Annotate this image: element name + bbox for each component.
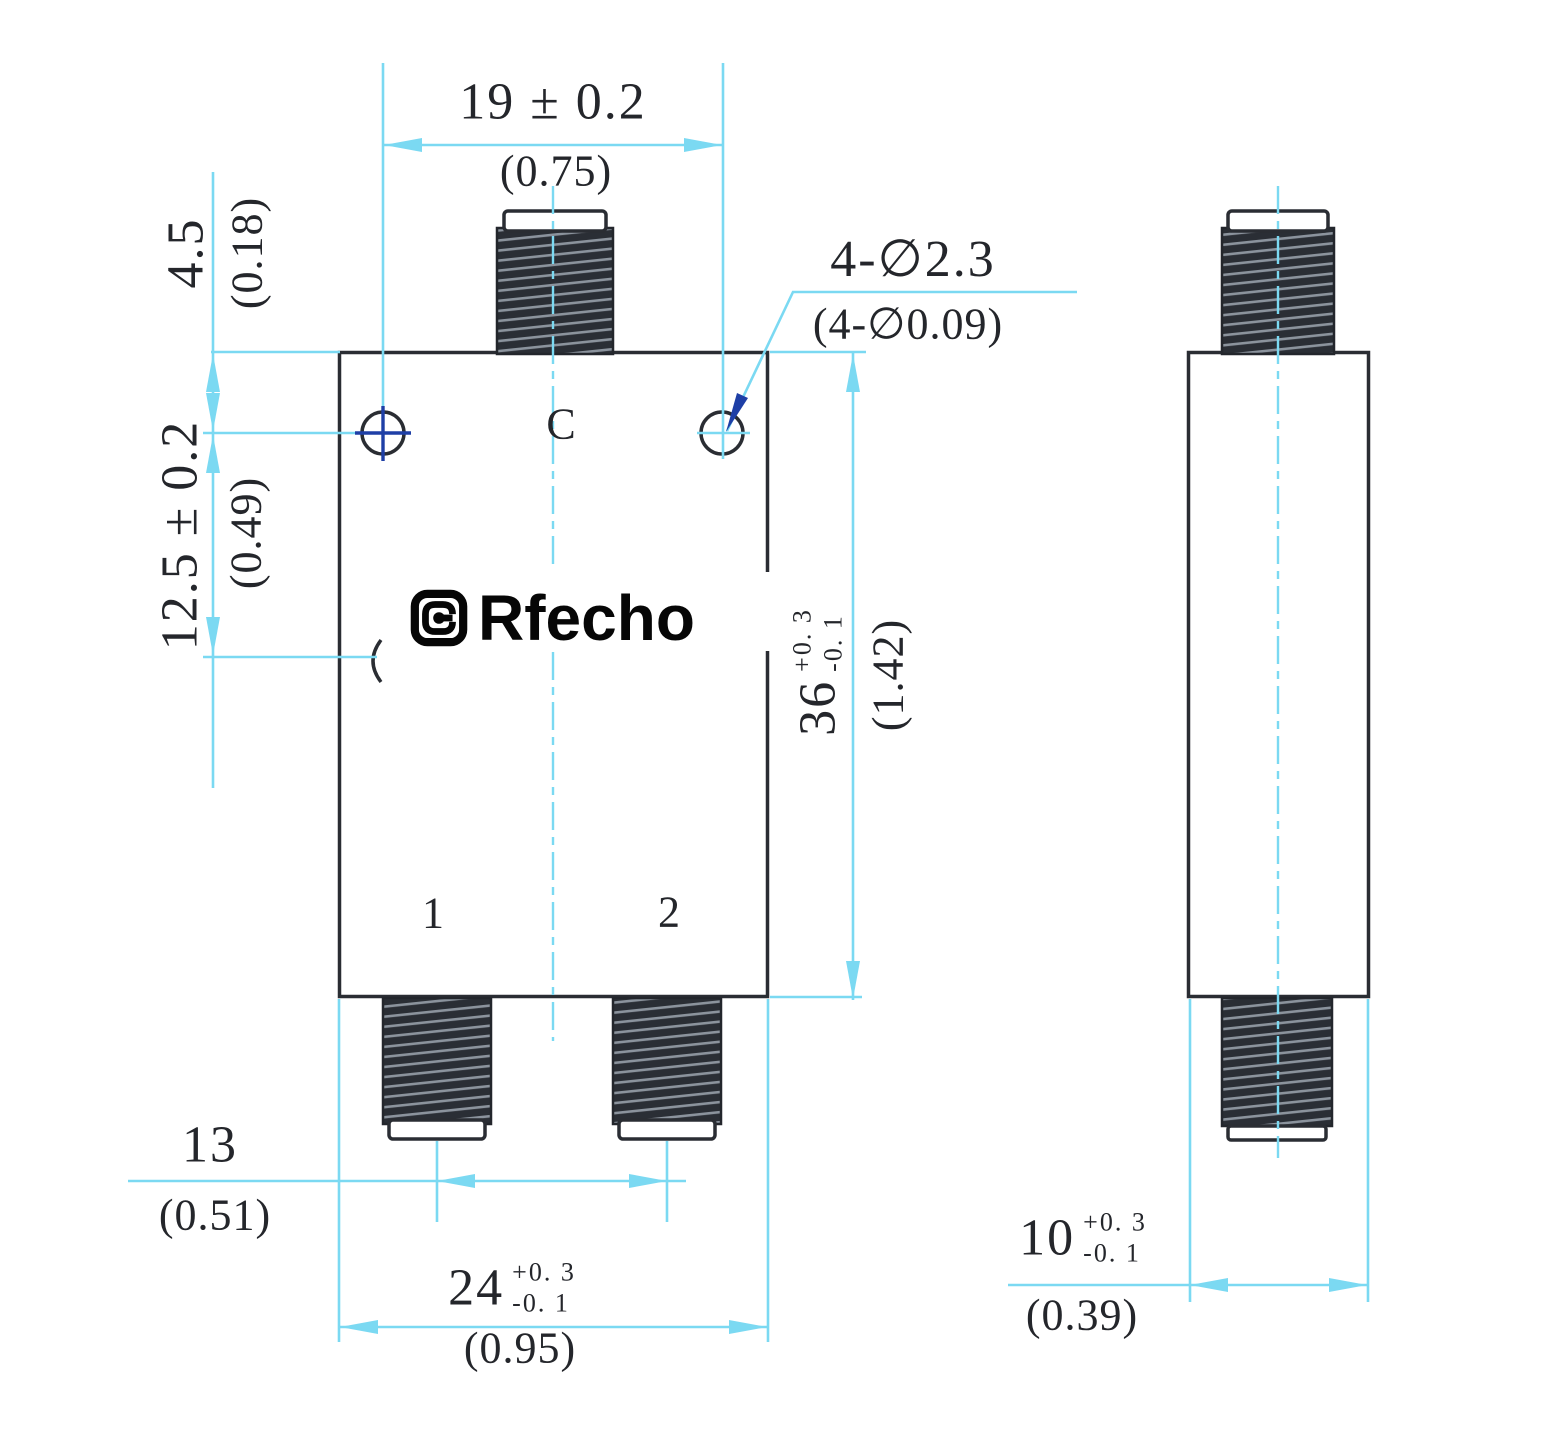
dimension-lines xyxy=(128,63,1370,1342)
brand-logo: Rfecho xyxy=(410,586,695,650)
dim-height-inch: (1.42) xyxy=(863,618,913,732)
leader-mount-holes xyxy=(725,290,1077,432)
dim-top-width-mm: 19 ± 0.2 xyxy=(459,73,647,131)
port2-connector-thread xyxy=(611,996,723,1126)
port-label-2: 2 xyxy=(658,887,680,937)
dim-height-mm: 36 +0. 3 -0. 1 xyxy=(787,608,848,736)
hidden-feature-arc xyxy=(371,638,383,684)
tol-minus: -0. 1 xyxy=(512,1288,570,1317)
port-label-1: 1 xyxy=(422,888,444,938)
dim-depth-inch: (0.39) xyxy=(1025,1290,1139,1340)
arrow-10-right xyxy=(1329,1278,1367,1292)
tol-plus: +0. 3 xyxy=(512,1257,576,1287)
dim-width-inch: (0.95) xyxy=(463,1323,577,1373)
dim-height-value: 36 xyxy=(789,679,847,736)
tol-plus: +0. 3 xyxy=(787,608,817,672)
dim-top-width-inch: (0.75) xyxy=(499,146,613,196)
port1-connector-thread xyxy=(381,996,493,1126)
port2-connector-cap xyxy=(617,1118,717,1141)
dim-depth-tolerance: +0. 3 -0. 1 xyxy=(1083,1207,1147,1268)
dim-mount-holes-mm: 4-∅2.3 xyxy=(830,231,996,288)
dim-height-tolerance: +0. 3 -0. 1 xyxy=(787,608,848,672)
rfecho-logo-icon xyxy=(410,589,468,647)
arrow-24-right xyxy=(729,1320,767,1334)
dim-width-tolerance: +0. 3 -0. 1 xyxy=(512,1257,576,1318)
arrow-13-left xyxy=(437,1174,475,1188)
tol-minus: -0. 1 xyxy=(1083,1238,1141,1267)
arrow-12p5-down xyxy=(206,617,220,655)
top-connector-cap xyxy=(502,209,608,233)
dim-hole-side-offset-mm: 12.5 ± 0.2 xyxy=(151,419,209,651)
arrow-24-left xyxy=(340,1320,378,1334)
top-connector-thread xyxy=(495,226,615,356)
dim-width-mm: 24 +0. 3 -0. 1 xyxy=(448,1257,576,1318)
arrow-19-left xyxy=(384,138,422,152)
arrow-4p5-up xyxy=(206,354,220,392)
leader-arrowhead xyxy=(726,393,748,432)
dim-depth-value: 10 xyxy=(1019,1209,1076,1267)
dim-hole-side-offset-inch: (0.49) xyxy=(221,476,271,590)
dim-hole-top-offset-mm: 4.5 xyxy=(157,217,215,289)
dim-width-value: 24 xyxy=(448,1259,505,1317)
front-view xyxy=(337,209,789,1141)
tol-plus: +0. 3 xyxy=(1083,1207,1147,1237)
arrow-10-left xyxy=(1190,1278,1228,1292)
dim-port-spacing-inch: (0.51) xyxy=(158,1190,272,1240)
tol-minus: -0. 1 xyxy=(818,614,847,672)
arrow-12p5-up xyxy=(206,435,220,473)
centerlines xyxy=(551,186,1280,1158)
dimension-arrows xyxy=(206,138,1367,1334)
arrow-13-right xyxy=(629,1174,667,1188)
accent-blue-marks xyxy=(355,393,748,461)
dim-hole-top-offset-inch: (0.18) xyxy=(222,196,272,310)
arrow-36-down xyxy=(846,961,860,999)
port-label-common: C xyxy=(546,399,576,449)
arrow-36-up xyxy=(846,354,860,392)
port1-connector-cap xyxy=(387,1118,487,1141)
dim-port-spacing-mm: 13 xyxy=(182,1116,238,1174)
rfecho-logo-text: Rfecho xyxy=(478,582,695,654)
dim-mount-holes-inch: (4-∅0.09) xyxy=(812,299,1004,349)
arrow-19-right xyxy=(684,138,722,152)
arrow-4p5-down xyxy=(206,393,220,431)
dim-depth-mm: 10 +0. 3 -0. 1 xyxy=(1019,1207,1147,1268)
